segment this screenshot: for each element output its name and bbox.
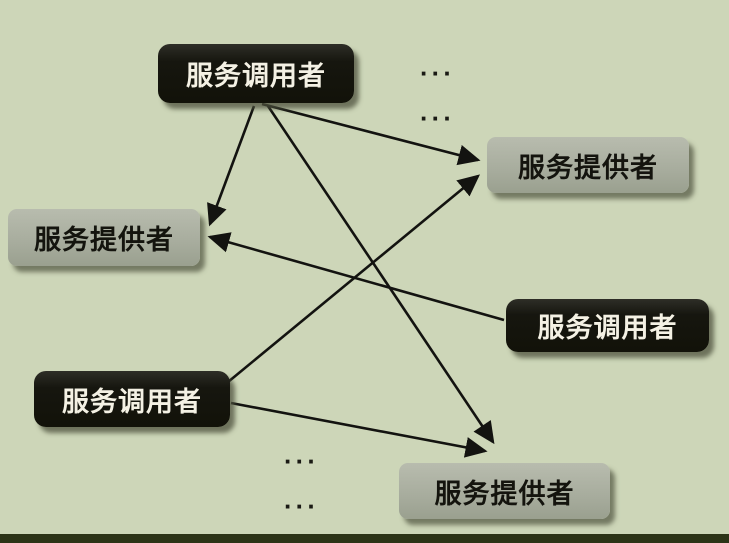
arrow-caller-top-left-to-provider-left-middle (207, 105, 256, 227)
node-caller-bottom-left: 服务调用者 (34, 371, 230, 427)
arrow-caller-bottom-left-to-provider-right-upper (227, 174, 481, 384)
ellipsis-top-1: ··· (420, 58, 455, 88)
node-caller-top-left: 服务调用者 (158, 44, 354, 103)
ellipsis-top-2: ··· (420, 103, 455, 133)
arrow-caller-bottom-left-to-provider-bottom-right (230, 401, 488, 458)
ellipsis-bottom-1: ··· (284, 446, 319, 476)
arrow-caller-top-left-to-provider-bottom-right (266, 105, 495, 445)
node-provider-left-middle: 服务提供者 (8, 209, 200, 266)
bottom-bar (0, 534, 729, 543)
arrow-caller-right-middle-to-provider-left-middle (207, 232, 505, 322)
node-provider-bottom-right: 服务提供者 (399, 463, 610, 519)
node-provider-right-upper: 服务提供者 (487, 137, 689, 193)
ellipsis-bottom-2: ··· (284, 491, 319, 521)
node-caller-right-middle: 服务调用者 (506, 299, 709, 352)
